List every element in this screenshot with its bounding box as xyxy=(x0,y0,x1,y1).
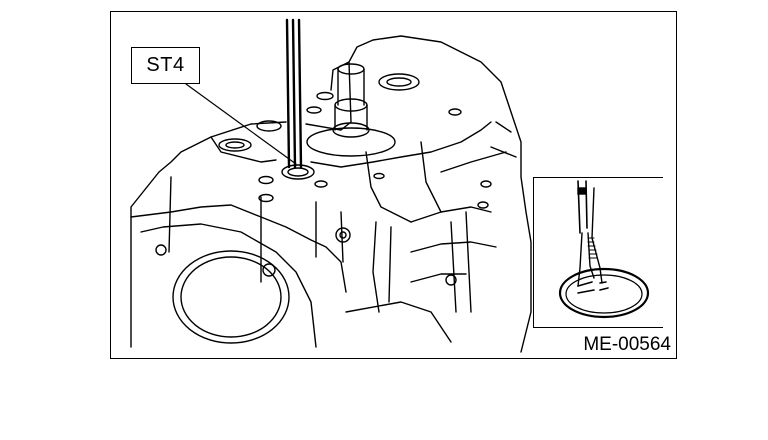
figure-id: ME-00564 xyxy=(583,334,671,355)
upper-deck-edges xyxy=(210,121,507,173)
engine-block-outline xyxy=(130,35,532,353)
deck-bosses xyxy=(218,91,492,209)
engine-block-drawing xyxy=(130,18,532,353)
cylinder-boss xyxy=(306,63,396,157)
side-ribs xyxy=(345,121,517,343)
seal-ring xyxy=(558,267,650,319)
callout-st4: ST4 xyxy=(131,47,200,84)
detail-inset xyxy=(533,177,663,328)
tool-rods xyxy=(285,18,303,169)
figure-frame: ST4 ME-00564 xyxy=(110,11,677,359)
detail-inset-drawing xyxy=(558,180,650,319)
round-port xyxy=(378,73,420,91)
cylinder-bore xyxy=(172,250,290,344)
tool-tip xyxy=(281,164,315,180)
callout-label: ST4 xyxy=(146,54,185,76)
tool-marker-icon xyxy=(577,187,587,195)
callout-leader-line xyxy=(185,83,297,165)
front-face xyxy=(130,176,457,348)
